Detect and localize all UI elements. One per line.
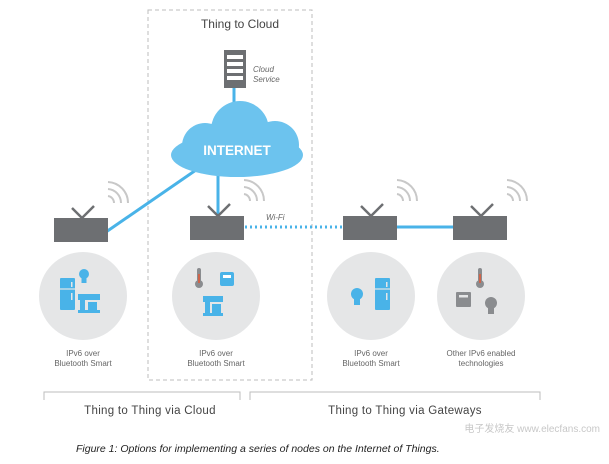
thing-to-cloud-box (147, 9, 313, 381)
circle-3-label-line2: Bluetooth Smart (342, 359, 400, 368)
figure-caption: Figure 1: Options for implementing a ser… (76, 443, 440, 455)
device-group-3 (327, 252, 415, 340)
watermark-text: 电子发烧友 www.elecfans.com (464, 422, 600, 435)
coffee-maker-icon (203, 296, 223, 316)
server-icon (224, 50, 246, 88)
scale-icon (220, 272, 234, 286)
router-4 (453, 179, 529, 240)
circle-4-label-line1: Other IPv6 enabled (447, 349, 516, 358)
circle-2-label-line1: IPv6 over (199, 349, 233, 358)
circle-1-label-line1: IPv6 over (66, 349, 100, 358)
cloud-to-router-1-line (105, 168, 197, 234)
circle-1-label-line2: Bluetooth Smart (54, 359, 112, 368)
circle-4-label-line2: technologies (459, 359, 504, 368)
device-group-2 (172, 252, 260, 340)
internet-cloud-icon (171, 101, 303, 177)
watermark: 电子发烧友 www.elecfans.com (464, 422, 600, 435)
light-bulb-icon (485, 297, 497, 314)
fridge-icon (375, 278, 390, 310)
light-bulb-icon (351, 288, 363, 305)
internet-label: INTERNET (203, 143, 271, 158)
device-group-4 (437, 252, 525, 340)
router-1 (54, 181, 130, 242)
thing-to-cloud-title: Thing to Cloud (201, 17, 279, 31)
section-left-label: Thing to Thing via Cloud (84, 405, 216, 417)
circle-2-label-line2: Bluetooth Smart (187, 359, 245, 368)
thermometer-icon (195, 268, 203, 288)
section-bracket-left (43, 391, 241, 400)
wifi-signal-icon (506, 179, 529, 202)
section-bracket-right (249, 391, 541, 400)
wifi-signal-icon (396, 179, 419, 202)
device-group-1 (39, 252, 127, 340)
wifi-signal-icon (243, 179, 266, 202)
light-bulb-icon (79, 269, 89, 283)
coffee-maker-icon (78, 294, 100, 313)
fridge-icon (60, 278, 75, 310)
thermometer-icon (476, 268, 484, 288)
cloud-service-label-line1: Cloud (253, 65, 274, 74)
circle-3-label-line1: IPv6 over (354, 349, 388, 358)
cloud-service-label-line2: Service (253, 75, 280, 84)
section-right-label: Thing to Thing via Gateways (328, 405, 482, 417)
router-3 (343, 179, 419, 240)
wifi-label: Wi-Fi (266, 213, 285, 222)
router-2 (190, 179, 266, 240)
wifi-signal-icon (107, 181, 130, 204)
appliance-icon (456, 292, 471, 307)
